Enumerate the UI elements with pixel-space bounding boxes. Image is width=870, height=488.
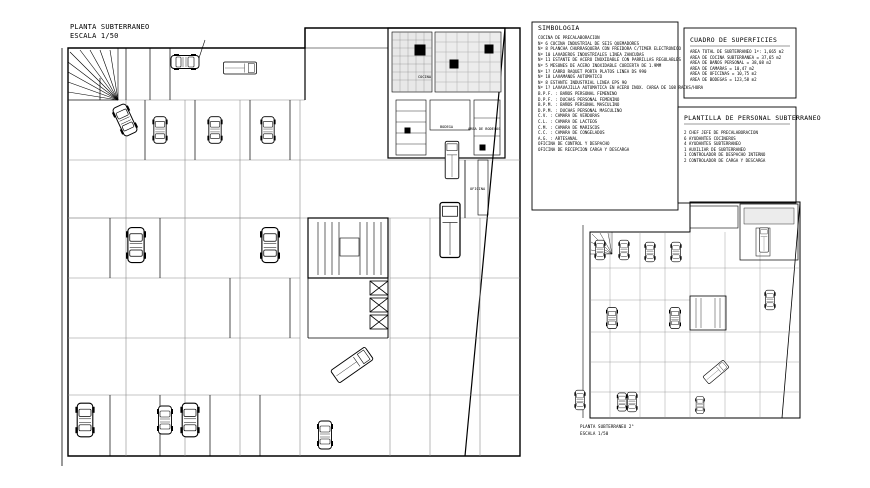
car <box>206 116 224 144</box>
symbology-item: Nº 8 PLANCHA CHURRASQUERA CON FREIDORA C… <box>538 46 681 52</box>
area-item: AREA DE COCINA SUBTERRANEA = 37,65 m2 <box>690 54 782 60</box>
symbology-item: Nº 6 COCINA INDUSTRIAL DE SEIS QUEMADORE… <box>538 40 640 46</box>
room-label-oficina: OFICINA <box>470 187 486 191</box>
van <box>702 359 730 385</box>
car <box>156 405 174 435</box>
areas-title: CUADRO DE SUPERFICIES <box>690 36 778 44</box>
staff-list: 2 CHEF JEFE DE PRECALABORACION 6 AYUDANT… <box>684 130 765 164</box>
symbology-item: C.C. : CAMARA DE CONGELADOS <box>538 130 605 136</box>
area-item: AREA TOTAL DE SUBTERRANEO 1º: 1,665 m2 <box>690 49 784 54</box>
symbology-item: COCINA DE PRECALABORACION <box>538 35 600 40</box>
car <box>109 101 141 139</box>
area-item: AREA DE OFICINAS = 10,75 m2 <box>690 71 757 77</box>
car <box>259 116 277 144</box>
symbology-item: Nº 1? LAVAVAJILLA AUTOMATICA EN ACERO IN… <box>538 85 704 91</box>
car <box>626 391 638 413</box>
room-label-bodega: BODEGA <box>440 125 453 129</box>
ramp-stairs <box>67 47 119 101</box>
car <box>74 402 96 438</box>
car <box>618 239 630 261</box>
main-plan-vehicles <box>74 53 461 450</box>
room-label-area-bodegas: AREA DE BODEGAS <box>468 127 501 131</box>
main-plan-title: PLANTA SUBTERRANEO <box>70 23 150 31</box>
car <box>644 241 656 263</box>
symbology-box <box>531 21 679 211</box>
car <box>605 307 619 329</box>
symbology-item: Nº 10 LAVADEROS INDUSTRIALES LINEA ZANCU… <box>538 51 644 57</box>
van <box>439 201 461 259</box>
staff-item: 2 CONTROLADOR DE CARGA Y DESCARGA <box>684 157 766 163</box>
symbology-item: Nº 11 ESTANTE DE ACERO INOXIDABLE CON PA… <box>538 57 681 63</box>
staff-item: 4 AYUDANTES SUBTERRANEO <box>684 141 741 147</box>
main-plan <box>61 27 521 466</box>
symbology-item: OFICINA DE RECEPCION CARGA Y DESCARGA <box>538 146 630 152</box>
car <box>125 226 147 264</box>
secondary-plan-vehicles <box>574 227 776 414</box>
car <box>764 289 776 311</box>
symbology-title: SIMBOLOGIA <box>538 24 580 32</box>
kitchen-block <box>387 27 506 159</box>
symbology-item: Nº 18 LAVAMANOS AUTOMATICO <box>538 74 603 80</box>
symbology-item: Nº 1? CARRO RAQUET PORTA PLATOS LINEA DS… <box>538 68 647 74</box>
staff-title: PLANTILLA DE PERSONAL SUBTERRANEO <box>684 114 821 122</box>
car <box>151 116 169 144</box>
symbology-item: A.G. : ARTESANAL <box>538 135 578 141</box>
symbology-item: OFICINA DE CONTROL Y DESPACHO <box>538 141 610 147</box>
symbology-item: Nº 5 MESONES DE ACERO INOXIDABLE CUBIERT… <box>538 62 662 68</box>
symbology-item: B.P.M. : BAÑOS PERSONAL MASCULINO <box>538 102 620 108</box>
staff-item: 2 CHEF JEFE DE PRECALABORACION <box>684 130 758 135</box>
car <box>616 392 628 412</box>
area-item: AREA DE BODEGAS = 123,58 m2 <box>690 76 757 82</box>
area-item: AREA DE CAMARAS = 10,47 m2 <box>690 65 755 71</box>
symbology-item: D.P.M. : DUCHAS PERSONAL MASCULINO <box>538 107 622 113</box>
van <box>330 346 374 384</box>
staff-item: 1 AUXILIAR DE SUBTERRANEO <box>684 146 746 152</box>
symbology-item: Nº 8 ESTANTE INDUSTRIAL LINEA EPS 90 <box>538 79 627 85</box>
secondary-plan <box>582 201 801 419</box>
car <box>316 420 334 450</box>
car <box>179 402 201 438</box>
staff-item: 1 CONTROLADOR DE DESPACHO INTERNO <box>684 152 766 158</box>
diagonal-facade <box>464 27 506 457</box>
stair-core <box>307 217 389 339</box>
area-item: AREA DE BAÑOS PERSONAL = 38,08 m2 <box>690 60 772 66</box>
symbology-item: B.P.F. : BAÑOS PERSONAL FEMENINO <box>538 90 617 96</box>
car <box>574 389 586 411</box>
areas-box <box>683 27 797 99</box>
symbology-list: COCINA DE PRECALABORACION Nº 6 COCINA IN… <box>538 35 703 152</box>
symbology-item: C.M. : CAMARA DE MARISCOS <box>538 124 600 130</box>
areas-list: AREA TOTAL DE SUBTERRANEO 1º: 1,665 m2 A… <box>690 49 784 83</box>
van <box>444 140 460 180</box>
car <box>259 226 281 264</box>
van <box>759 227 769 253</box>
main-plan-scale: ESCALA 1/50 <box>70 32 119 40</box>
secondary-plan-scale: ESCALA 1/50 <box>580 431 609 436</box>
car <box>170 53 200 71</box>
symbology-item: C.V. : CAMARA DE VERDURAS <box>538 113 600 119</box>
symbology-item: D.P.F. : DUCHAS PERSONAL FEMENINO <box>538 96 620 102</box>
room-label-cocina: COCINA <box>418 75 431 79</box>
staff-box <box>677 106 797 204</box>
symbology-item: C.L. : CAMARA DE LACTEOS <box>538 118 598 124</box>
car <box>670 241 682 263</box>
car <box>694 396 706 414</box>
van <box>223 61 257 75</box>
car <box>668 307 682 329</box>
staff-item: 6 AYUDANTES COCINEROS <box>684 135 736 141</box>
car <box>594 239 606 261</box>
secondary-plan-title: PLANTA SUBTERRANEO 2° <box>580 424 634 429</box>
